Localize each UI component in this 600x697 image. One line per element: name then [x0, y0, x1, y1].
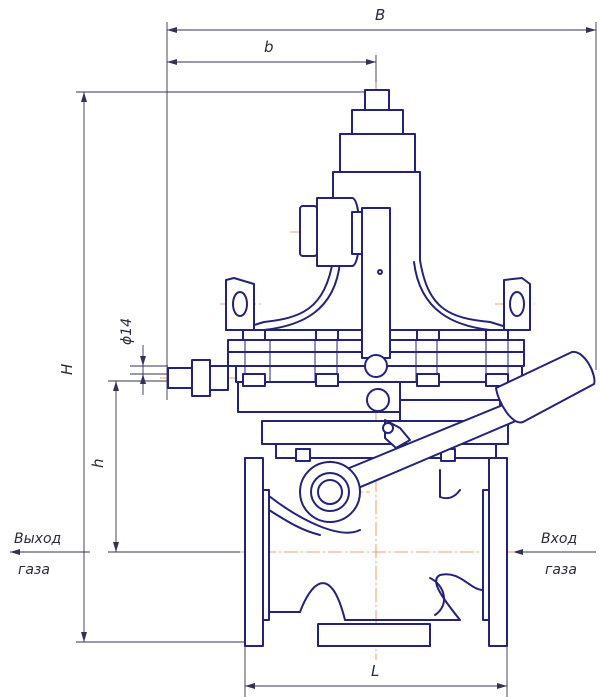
inlet-label-line2: газа: [545, 562, 577, 578]
dimension-h-label: h: [89, 458, 107, 468]
outlet-label-line1: Выход: [14, 531, 61, 547]
dimension-B-label: B: [375, 6, 385, 24]
dimension-H: H: [58, 92, 87, 642]
lever-arm: [299, 401, 519, 523]
outlet-label: Выход газа: [10, 531, 90, 578]
outlet-label-line2: газа: [18, 562, 50, 578]
dimension-h: h: [89, 381, 119, 552]
dimension-b: b: [167, 38, 376, 65]
dimension-L-label: L: [371, 662, 379, 680]
dimension-L: L: [245, 662, 507, 689]
dimension-phi14: ϕ14: [119, 318, 146, 395]
counterweight: [495, 350, 596, 424]
dimension-phi14-label: ϕ14: [119, 318, 135, 345]
inlet-label: Вход газа: [513, 531, 596, 578]
vertical-lever: [361, 207, 391, 412]
outlet-fitting: [167, 359, 229, 397]
dimension-b-label: b: [264, 38, 274, 56]
dimension-H-label: H: [58, 364, 76, 375]
inlet-label-line1: Вход: [541, 531, 577, 547]
side-lugs: [225, 277, 531, 331]
dimension-B: B: [167, 6, 596, 33]
valve-body: [244, 457, 508, 647]
